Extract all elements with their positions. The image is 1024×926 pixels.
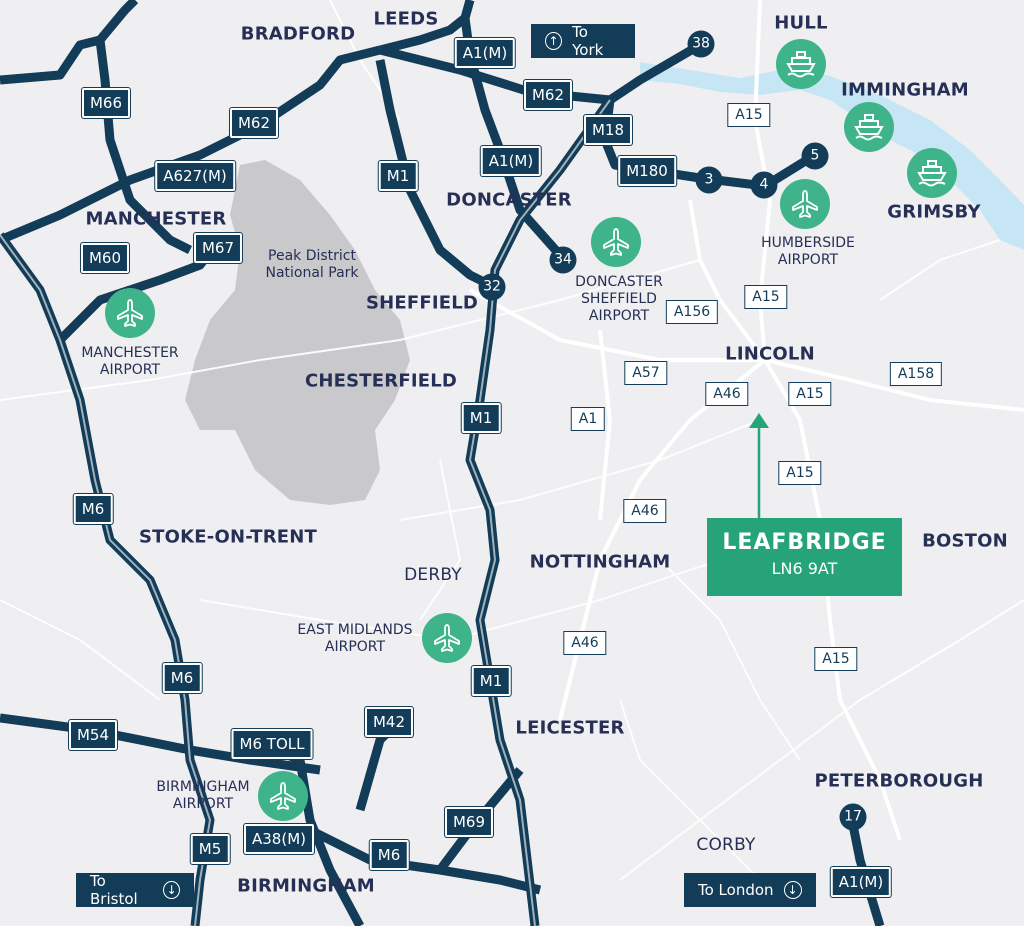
road-label-a627m: A627(M) (155, 161, 235, 191)
airport-east-midlands[interactable] (422, 613, 472, 663)
ship-icon (786, 51, 816, 78)
direction-to-york[interactable]: ↑ To York (531, 23, 635, 59)
road-label-a46-south: A46 (563, 631, 607, 655)
direction-label: To Bristol (90, 872, 138, 908)
airport-label-doncaster: DONCASTER SHEFFIELD AIRPORT (575, 274, 663, 324)
road-label-m66: M66 (81, 88, 131, 118)
junction-17: 17 (839, 803, 867, 831)
port-immingham[interactable] (844, 102, 894, 152)
arrow-up-icon: ↑ (545, 32, 563, 50)
road-label-a15-boston: A15 (814, 647, 858, 671)
town-leeds: LEEDS (373, 8, 439, 30)
town-bradford: BRADFORD (240, 23, 356, 45)
port-grimsby[interactable] (907, 148, 957, 198)
road-label-m18: M18 (583, 115, 633, 145)
direction-to-london[interactable]: To London ↓ (684, 873, 816, 907)
town-birmingham: BIRMINGHAM (237, 875, 375, 897)
town-corby: CORBY (696, 835, 756, 855)
road-label-m6-birmingham: M6 (369, 840, 409, 870)
airport-label-humberside: HUMBERSIDE AIRPORT (761, 235, 855, 268)
airport-label-east-midlands: EAST MIDLANDS AIRPORT (297, 622, 413, 655)
junction-4: 4 (750, 171, 778, 199)
site-name: LEAFBRIDGE (722, 530, 887, 555)
airport-humberside[interactable] (780, 179, 830, 229)
road-label-a1m-north: A1(M) (454, 38, 516, 68)
road-label-a57: A57 (624, 361, 668, 385)
road-label-m42: M42 (364, 707, 414, 737)
town-doncaster: DONCASTER (446, 189, 572, 211)
town-stoke-on-trent: STOKE-ON-TRENT (138, 526, 318, 548)
town-leicester: LEICESTER (515, 717, 625, 739)
town-lincoln: LINCOLN (725, 343, 815, 365)
road-label-a1m-doncaster: A1(M) (480, 146, 542, 176)
road-label-m6-toll: M6 TOLL (231, 729, 313, 759)
arrow-down-icon: ↓ (783, 881, 802, 899)
road-label-m6-north: M6 (73, 494, 113, 524)
town-grimsby: GRIMSBY (887, 201, 981, 223)
direction-label: To York (572, 23, 604, 59)
airport-birmingham[interactable] (258, 771, 308, 821)
junction-34: 34 (549, 246, 577, 274)
plane-icon (792, 190, 818, 218)
road-label-m5: M5 (190, 834, 230, 864)
airport-label-manchester: MANCHESTER AIRPORT (81, 345, 179, 378)
road-label-a15-north: A15 (744, 285, 788, 309)
site-postcode: LN6 9AT (771, 559, 838, 578)
town-hull: HULL (774, 12, 828, 34)
road-label-m1-mid: M1 (461, 403, 501, 433)
road-label-m54: M54 (68, 720, 118, 750)
junction-5: 5 (801, 142, 829, 170)
road-label-a156: A156 (665, 300, 719, 324)
road-label-a15-south: A15 (778, 461, 822, 485)
ship-icon (917, 160, 947, 187)
airport-manchester[interactable] (105, 288, 155, 338)
airport-label-birmingham: BIRMINGHAM AIRPORT (156, 779, 250, 812)
direction-to-bristol[interactable]: To Bristol ↓ (76, 872, 194, 908)
site-location-box[interactable]: LEAFBRIDGE LN6 9AT (707, 518, 902, 596)
plane-icon (434, 624, 460, 652)
road-label-a1m-south: A1(M) (830, 867, 892, 897)
road-label-m6-south: M6 (162, 663, 202, 693)
road-label-a158: A158 (889, 362, 943, 386)
airport-doncaster[interactable] (591, 217, 641, 267)
road-label-a15-hull: A15 (727, 103, 771, 127)
junction-38: 38 (687, 30, 715, 58)
plane-icon (603, 228, 629, 256)
junction-3: 3 (695, 166, 723, 194)
town-boston: BOSTON (922, 530, 1008, 552)
park-label: Peak District National Park (265, 248, 359, 281)
town-sheffield: SHEFFIELD (365, 292, 479, 314)
road-label-m180: M180 (618, 156, 676, 186)
road-label-m60: M60 (80, 243, 130, 273)
road-label-a46-lincoln: A46 (705, 382, 749, 406)
road-label-a15-lincoln: A15 (788, 382, 832, 406)
town-peterborough: PETERBOROUGH (814, 770, 984, 792)
town-nottingham: NOTTINGHAM (529, 551, 671, 573)
junction-32: 32 (478, 273, 506, 301)
arrow-down-icon: ↓ (163, 881, 180, 899)
plane-icon (270, 782, 296, 810)
town-derby: DERBY (404, 565, 462, 585)
road-label-m62-west: M62 (229, 108, 279, 138)
road-label-a46-mid: A46 (623, 499, 667, 523)
road-label-a38m: A38(M) (244, 824, 314, 854)
town-manchester: MANCHESTER (85, 208, 227, 230)
road-label-m62-east: M62 (523, 80, 573, 110)
direction-label: To London (698, 881, 774, 899)
town-immingham: IMMINGHAM (841, 79, 969, 101)
road-label-m69: M69 (444, 807, 494, 837)
road-label-m67: M67 (193, 233, 243, 263)
road-label-a1: A1 (570, 407, 606, 431)
plane-icon (117, 299, 143, 327)
site-pointer-arrowhead (749, 413, 769, 428)
port-hull[interactable] (776, 39, 826, 89)
ship-icon (854, 114, 884, 141)
road-label-m1-north: M1 (378, 161, 418, 191)
road-label-m1-south: M1 (471, 666, 511, 696)
town-chesterfield: CHESTERFIELD (304, 370, 458, 392)
